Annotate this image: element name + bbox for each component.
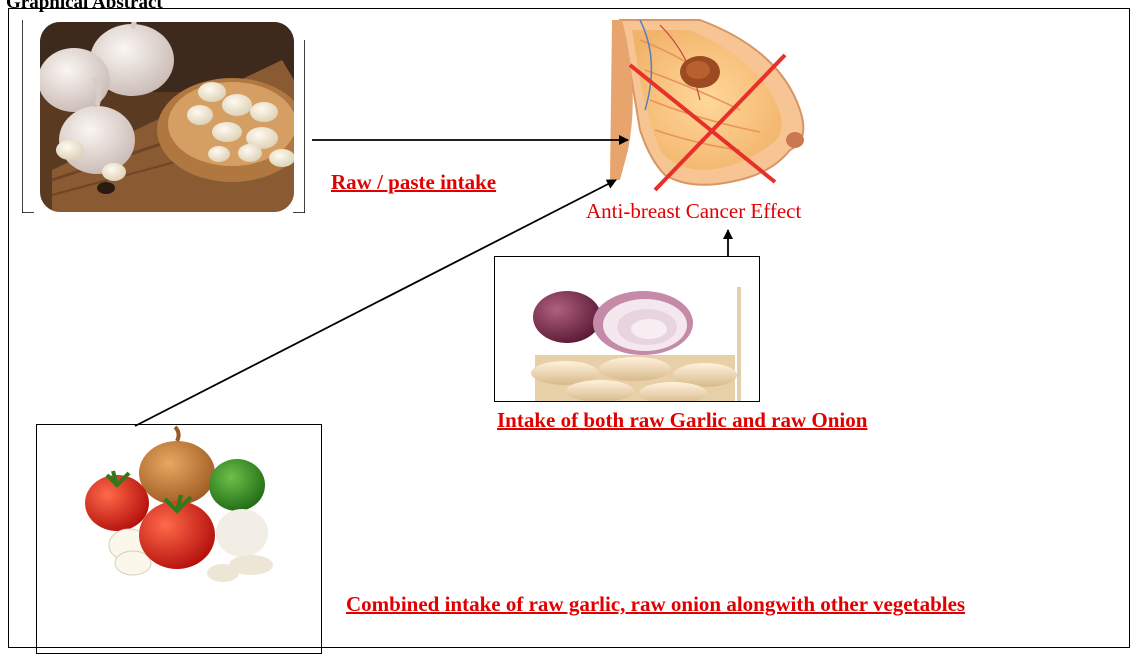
- onion-garlic-photo: [495, 257, 760, 402]
- effect-label: Anti-breast Cancer Effect: [586, 199, 801, 224]
- vegetables-panel: [36, 424, 322, 654]
- caption-both-intake: Intake of both raw Garlic and raw Onion: [497, 408, 867, 433]
- breast-illustration: [610, 20, 804, 185]
- caption-combined-intake: Combined intake of raw garlic, raw onion…: [346, 592, 965, 617]
- vegetables-photo: [37, 425, 320, 653]
- caption-raw-paste-intake: Raw / paste intake: [331, 170, 496, 195]
- onion-garlic-panel: [494, 256, 760, 402]
